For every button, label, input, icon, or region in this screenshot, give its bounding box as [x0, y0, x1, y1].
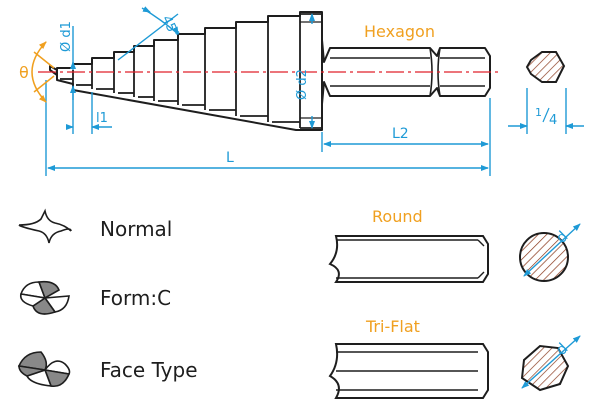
hex-size-slash	[542, 107, 550, 123]
hexagon-cross-section	[525, 51, 566, 83]
round-title: Round	[372, 207, 423, 226]
tri-flat-shank	[328, 343, 489, 399]
flute-label-form-c: Form:C	[100, 286, 171, 310]
normal-flute-icon	[18, 208, 72, 244]
flute-types-list: Normal Form:C Face Type	[17, 208, 198, 388]
hex-size-dimension	[508, 88, 584, 134]
tri-flat-title: Tri-Flat	[365, 317, 420, 336]
flute-label-face-type: Face Type	[100, 358, 198, 382]
d2-label: Ø d2	[295, 69, 310, 100]
tip-angle-dimension	[31, 41, 55, 103]
form-c-flute-icon	[19, 280, 70, 315]
d1-label: Ø d1	[59, 21, 74, 52]
flute-label-normal: Normal	[100, 217, 172, 241]
theta-label: θ	[19, 63, 29, 82]
l-label: L	[226, 150, 234, 166]
round-shank	[328, 235, 489, 283]
hex-size-den: 4	[549, 113, 557, 128]
tri-flat-d-dimension	[521, 335, 581, 389]
hexagon-title: Hexagon	[364, 22, 435, 41]
dimension-lines	[45, 6, 491, 176]
round-d-dimension	[523, 223, 581, 277]
l2-label: L2	[392, 126, 409, 142]
step-drill-body	[49, 11, 323, 131]
face-type-flute-icon	[17, 351, 71, 388]
hex-size-num: 1	[535, 106, 542, 119]
l1-label: l1	[96, 111, 108, 126]
hex-shank	[321, 39, 491, 105]
drill-outline-top	[56, 11, 323, 72]
